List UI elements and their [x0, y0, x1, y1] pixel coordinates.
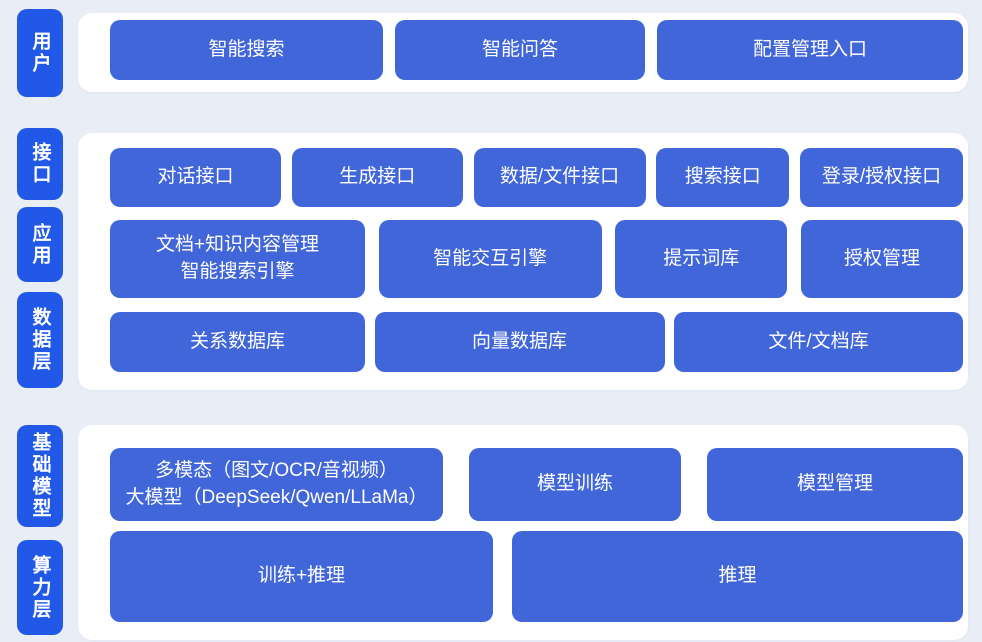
node-dialog-api: 对话接口: [110, 148, 281, 207]
node-search-api: 搜索接口: [656, 148, 790, 207]
middle-label-column: 接口 应用 数据层: [17, 128, 63, 388]
row-foundation-models: 多模态（图文/OCR/音视频） 大模型（DeepSeek/Qwen/LLaMa）…: [110, 448, 963, 521]
row-user-entries: 智能搜索 智能问答 配置管理入口: [110, 20, 963, 80]
row-compute: 训练+推理 推理: [110, 531, 963, 622]
section-foundation-compute: 基础模型 算力层 多模态（图文/OCR/音视频） 大模型（DeepSeek/Qw…: [17, 425, 968, 640]
layer-label-interface: 接口: [17, 128, 63, 200]
node-intelligent-interaction-engine: 智能交互引擎: [378, 220, 602, 298]
node-file-document-store: 文件/文档库: [674, 312, 963, 372]
node-inference: 推理: [512, 531, 963, 622]
node-doc-knowledge-management-search-engine: 文档+知识内容管理 智能搜索引擎: [110, 220, 365, 298]
node-authorization-management: 授权管理: [800, 220, 963, 298]
layer-label-data-layer: 数据层: [17, 292, 63, 388]
node-model-management: 模型管理: [707, 448, 963, 521]
section-user: 用户 智能搜索 智能问答 配置管理入口: [17, 9, 968, 97]
layer-label-compute-layer: 算力层: [17, 540, 63, 635]
node-model-training: 模型训练: [469, 448, 681, 521]
node-generation-api: 生成接口: [291, 148, 463, 207]
user-label-column: 用户: [17, 9, 63, 97]
layer-label-application: 应用: [17, 207, 63, 282]
section-interface-application-data: 接口 应用 数据层 对话接口 生成接口 数据/文件接口 搜索接口 登录/授权接口…: [17, 128, 968, 390]
row-applications: 文档+知识内容管理 智能搜索引擎 智能交互引擎 提示词库 授权管理: [110, 220, 963, 298]
layer-label-user: 用户: [17, 9, 63, 97]
panel-middle: 对话接口 生成接口 数据/文件接口 搜索接口 登录/授权接口 文档+知识内容管理…: [78, 133, 968, 390]
node-data-file-api: 数据/文件接口: [473, 148, 646, 207]
panel-user: 智能搜索 智能问答 配置管理入口: [78, 13, 968, 92]
layer-label-foundation-model: 基础模型: [17, 425, 63, 527]
node-relational-database: 关系数据库: [110, 312, 365, 372]
node-vector-database: 向量数据库: [374, 312, 665, 372]
node-prompt-library: 提示词库: [615, 220, 788, 298]
node-training-plus-inference: 训练+推理: [110, 531, 493, 622]
node-multimodal-large-model: 多模态（图文/OCR/音视频） 大模型（DeepSeek/Qwen/LLaMa）: [110, 448, 443, 521]
node-smart-search: 智能搜索: [110, 20, 383, 80]
foundation-label-column: 基础模型 算力层: [17, 425, 63, 635]
node-config-management-entry: 配置管理入口: [657, 20, 963, 80]
node-login-auth-api: 登录/授权接口: [800, 148, 963, 207]
node-smart-qa: 智能问答: [395, 20, 645, 80]
row-interfaces: 对话接口 生成接口 数据/文件接口 搜索接口 登录/授权接口: [110, 148, 963, 207]
row-data-stores: 关系数据库 向量数据库 文件/文档库: [110, 312, 963, 372]
panel-foundation: 多模态（图文/OCR/音视频） 大模型（DeepSeek/Qwen/LLaMa）…: [78, 425, 968, 640]
